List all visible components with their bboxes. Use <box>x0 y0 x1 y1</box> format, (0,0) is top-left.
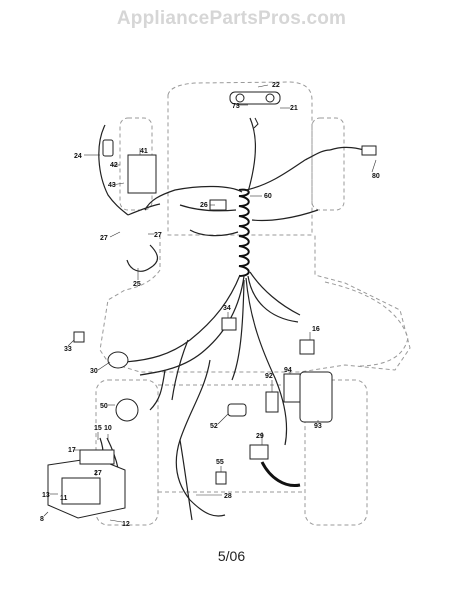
harness-wire <box>149 369 166 411</box>
harness-wire <box>189 499 226 517</box>
part-label-52: 52 <box>210 423 218 430</box>
hour-meter-50 <box>115 398 139 422</box>
part-label-11: 11 <box>60 495 68 502</box>
part-label-27-battery: 27 <box>94 470 102 477</box>
module-92 <box>265 391 279 413</box>
front-right-wheel <box>311 117 345 211</box>
components <box>47 91 377 519</box>
part-label-10: 10 <box>104 425 112 432</box>
ignition-lead <box>98 124 129 216</box>
harness-wire <box>245 149 331 191</box>
connector-52 <box>227 403 247 417</box>
part-label-55: 55 <box>216 459 224 466</box>
starter-cable <box>126 244 159 272</box>
part-label-33: 33 <box>64 346 72 353</box>
part-label-30: 30 <box>90 368 98 375</box>
part-label-27-left: 27 <box>100 235 108 242</box>
part-label-15: 15 <box>94 425 102 432</box>
rear-frame-outline <box>158 384 305 493</box>
harness-wire <box>245 277 288 446</box>
part-label-21: 21 <box>290 105 298 112</box>
harness-wire <box>144 185 243 211</box>
battery-bracket <box>79 449 115 465</box>
part-label-43: 43 <box>108 182 116 189</box>
part-label-50: 50 <box>100 403 108 410</box>
seat-switch-cable <box>260 461 301 488</box>
part-label-8: 8 <box>40 516 44 523</box>
watermark: AppliancePartsPros.com <box>116 8 347 29</box>
harness-wire <box>179 204 237 212</box>
part-label-24: 24 <box>74 153 82 160</box>
harness-wire <box>124 274 241 363</box>
part-label-25: 25 <box>133 281 141 288</box>
control-box-93 <box>299 371 333 423</box>
seat-outline <box>324 281 409 367</box>
part-label-13: 13 <box>42 492 50 499</box>
part-label-73: 73 <box>232 103 240 110</box>
harness-wire <box>231 279 245 381</box>
harness-coil <box>238 188 250 277</box>
hood-outline <box>167 81 313 236</box>
seat-switch-29 <box>249 444 269 460</box>
headlight-right <box>265 93 275 103</box>
headlight-left <box>235 93 245 103</box>
harness-wire <box>179 439 193 521</box>
harness-wire <box>171 339 189 401</box>
harness-wire <box>139 275 245 376</box>
bulb-socket <box>253 117 259 129</box>
fuel-solenoid <box>361 145 377 156</box>
part-label-27-mid: 27 <box>154 232 162 239</box>
module-94 <box>283 373 303 403</box>
part-label-22: 22 <box>272 82 280 89</box>
part-label-42: 42 <box>110 162 118 169</box>
connector-30 <box>107 351 129 369</box>
clutch-switch <box>221 317 237 331</box>
harness-wire <box>247 275 299 323</box>
tractor-outline <box>95 81 411 526</box>
ignition-module <box>127 154 157 194</box>
part-label-34: 34 <box>223 305 231 312</box>
part-label-17: 17 <box>68 447 76 454</box>
part-label-29: 29 <box>256 433 264 440</box>
part-label-16: 16 <box>312 326 320 333</box>
ignition-coil <box>102 139 114 157</box>
part-label-12: 12 <box>122 521 130 528</box>
harness-wire <box>247 117 257 193</box>
leader-lines <box>43 84 377 523</box>
part-label-92: 92 <box>265 373 273 380</box>
part-label-60: 60 <box>264 193 272 200</box>
part-label-26: 26 <box>200 202 208 209</box>
harness-wire <box>251 209 319 222</box>
callout-labels: 22 73 21 80 60 24 42 41 43 26 27 27 25 3… <box>40 82 380 528</box>
starter-solenoid-55 <box>215 471 227 485</box>
part-label-93: 93 <box>314 423 322 430</box>
battery-17 <box>61 477 101 505</box>
wiring-harness <box>97 117 373 521</box>
part-label-94: 94 <box>284 367 292 374</box>
part-label-28: 28 <box>224 493 232 500</box>
part-label-41: 41 <box>140 148 148 155</box>
harness-wire <box>189 229 239 237</box>
page-footer-code: 5/06 <box>217 548 246 564</box>
part-label-80: 80 <box>372 173 380 180</box>
ground-clip-33 <box>73 331 85 343</box>
chassis-outline <box>99 235 411 373</box>
harness-wire <box>249 271 301 316</box>
ignition-lead <box>127 203 161 216</box>
harness-wire <box>175 359 211 501</box>
relay-16 <box>299 339 315 355</box>
